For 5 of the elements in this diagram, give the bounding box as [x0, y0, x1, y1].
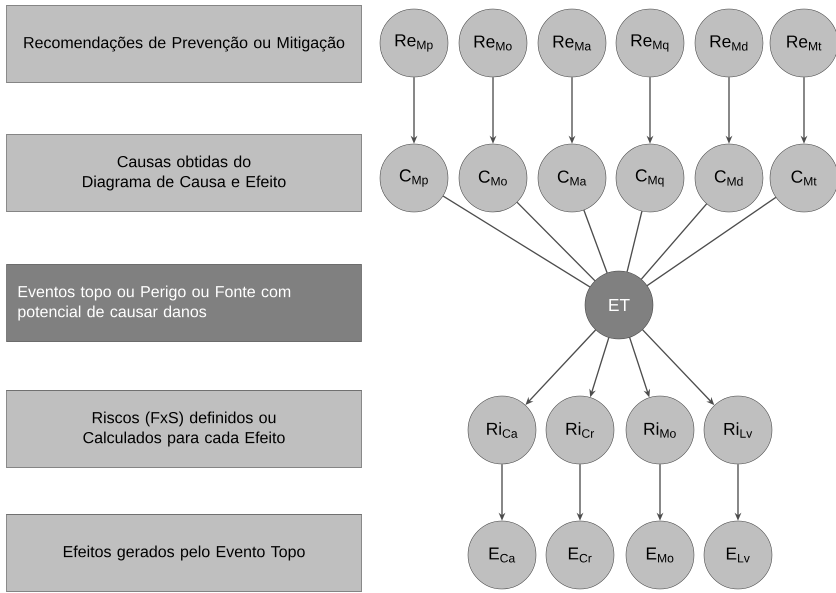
level-box: Riscos (FxS) definidos ou Calculados para cada Efeito — [6, 390, 362, 468]
level-box: Eventos topo ou Perigo ou Fonte com potencial de causar danos — [6, 264, 362, 342]
level-box: Efeitos gerados pelo Evento Topo — [6, 514, 362, 592]
level-box: Causas obtidas do Diagrama de Causa e Efeito — [6, 134, 362, 212]
level-box: Recomendações de Prevenção ou Mitigação — [6, 5, 362, 83]
